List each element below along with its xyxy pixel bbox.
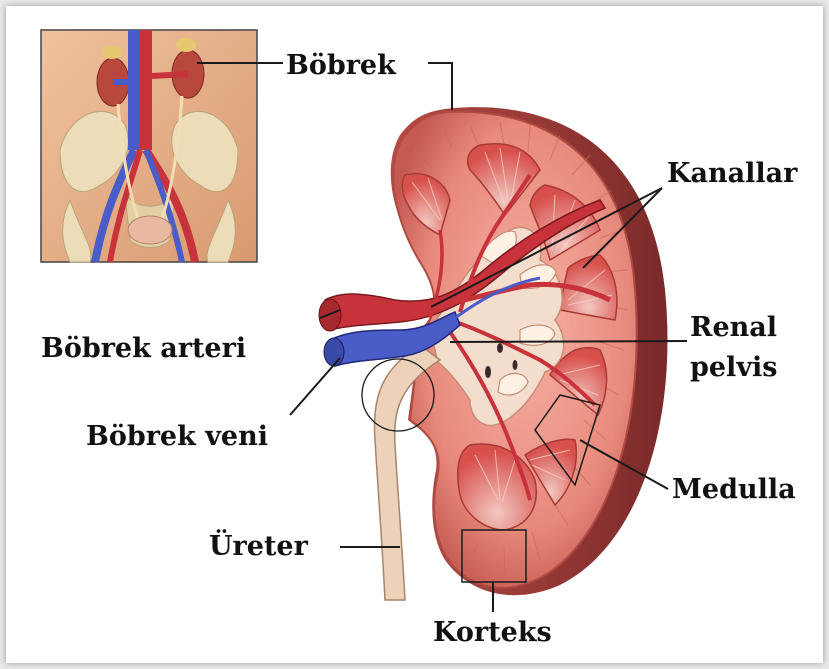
kidney <box>391 107 668 595</box>
label-bobrek-arteri: Böbrek arteri <box>41 333 246 364</box>
body-inset <box>41 30 257 262</box>
renal-pelvis-leader <box>450 341 687 342</box>
label-bobrek: Böbrek <box>286 50 397 81</box>
label-pelvis: pelvis <box>690 352 777 383</box>
label-renal: Renal <box>690 312 777 343</box>
bobrek-leader <box>428 63 452 110</box>
label-bobrek-veni: Böbrek veni <box>86 421 268 452</box>
label-korteks: Korteks <box>433 617 552 648</box>
label-ureter: Üreter <box>209 528 309 562</box>
label-kanallar: Kanallar <box>667 158 798 189</box>
label-medulla: Medulla <box>672 474 796 505</box>
bobrek-veni-leader <box>290 358 340 415</box>
